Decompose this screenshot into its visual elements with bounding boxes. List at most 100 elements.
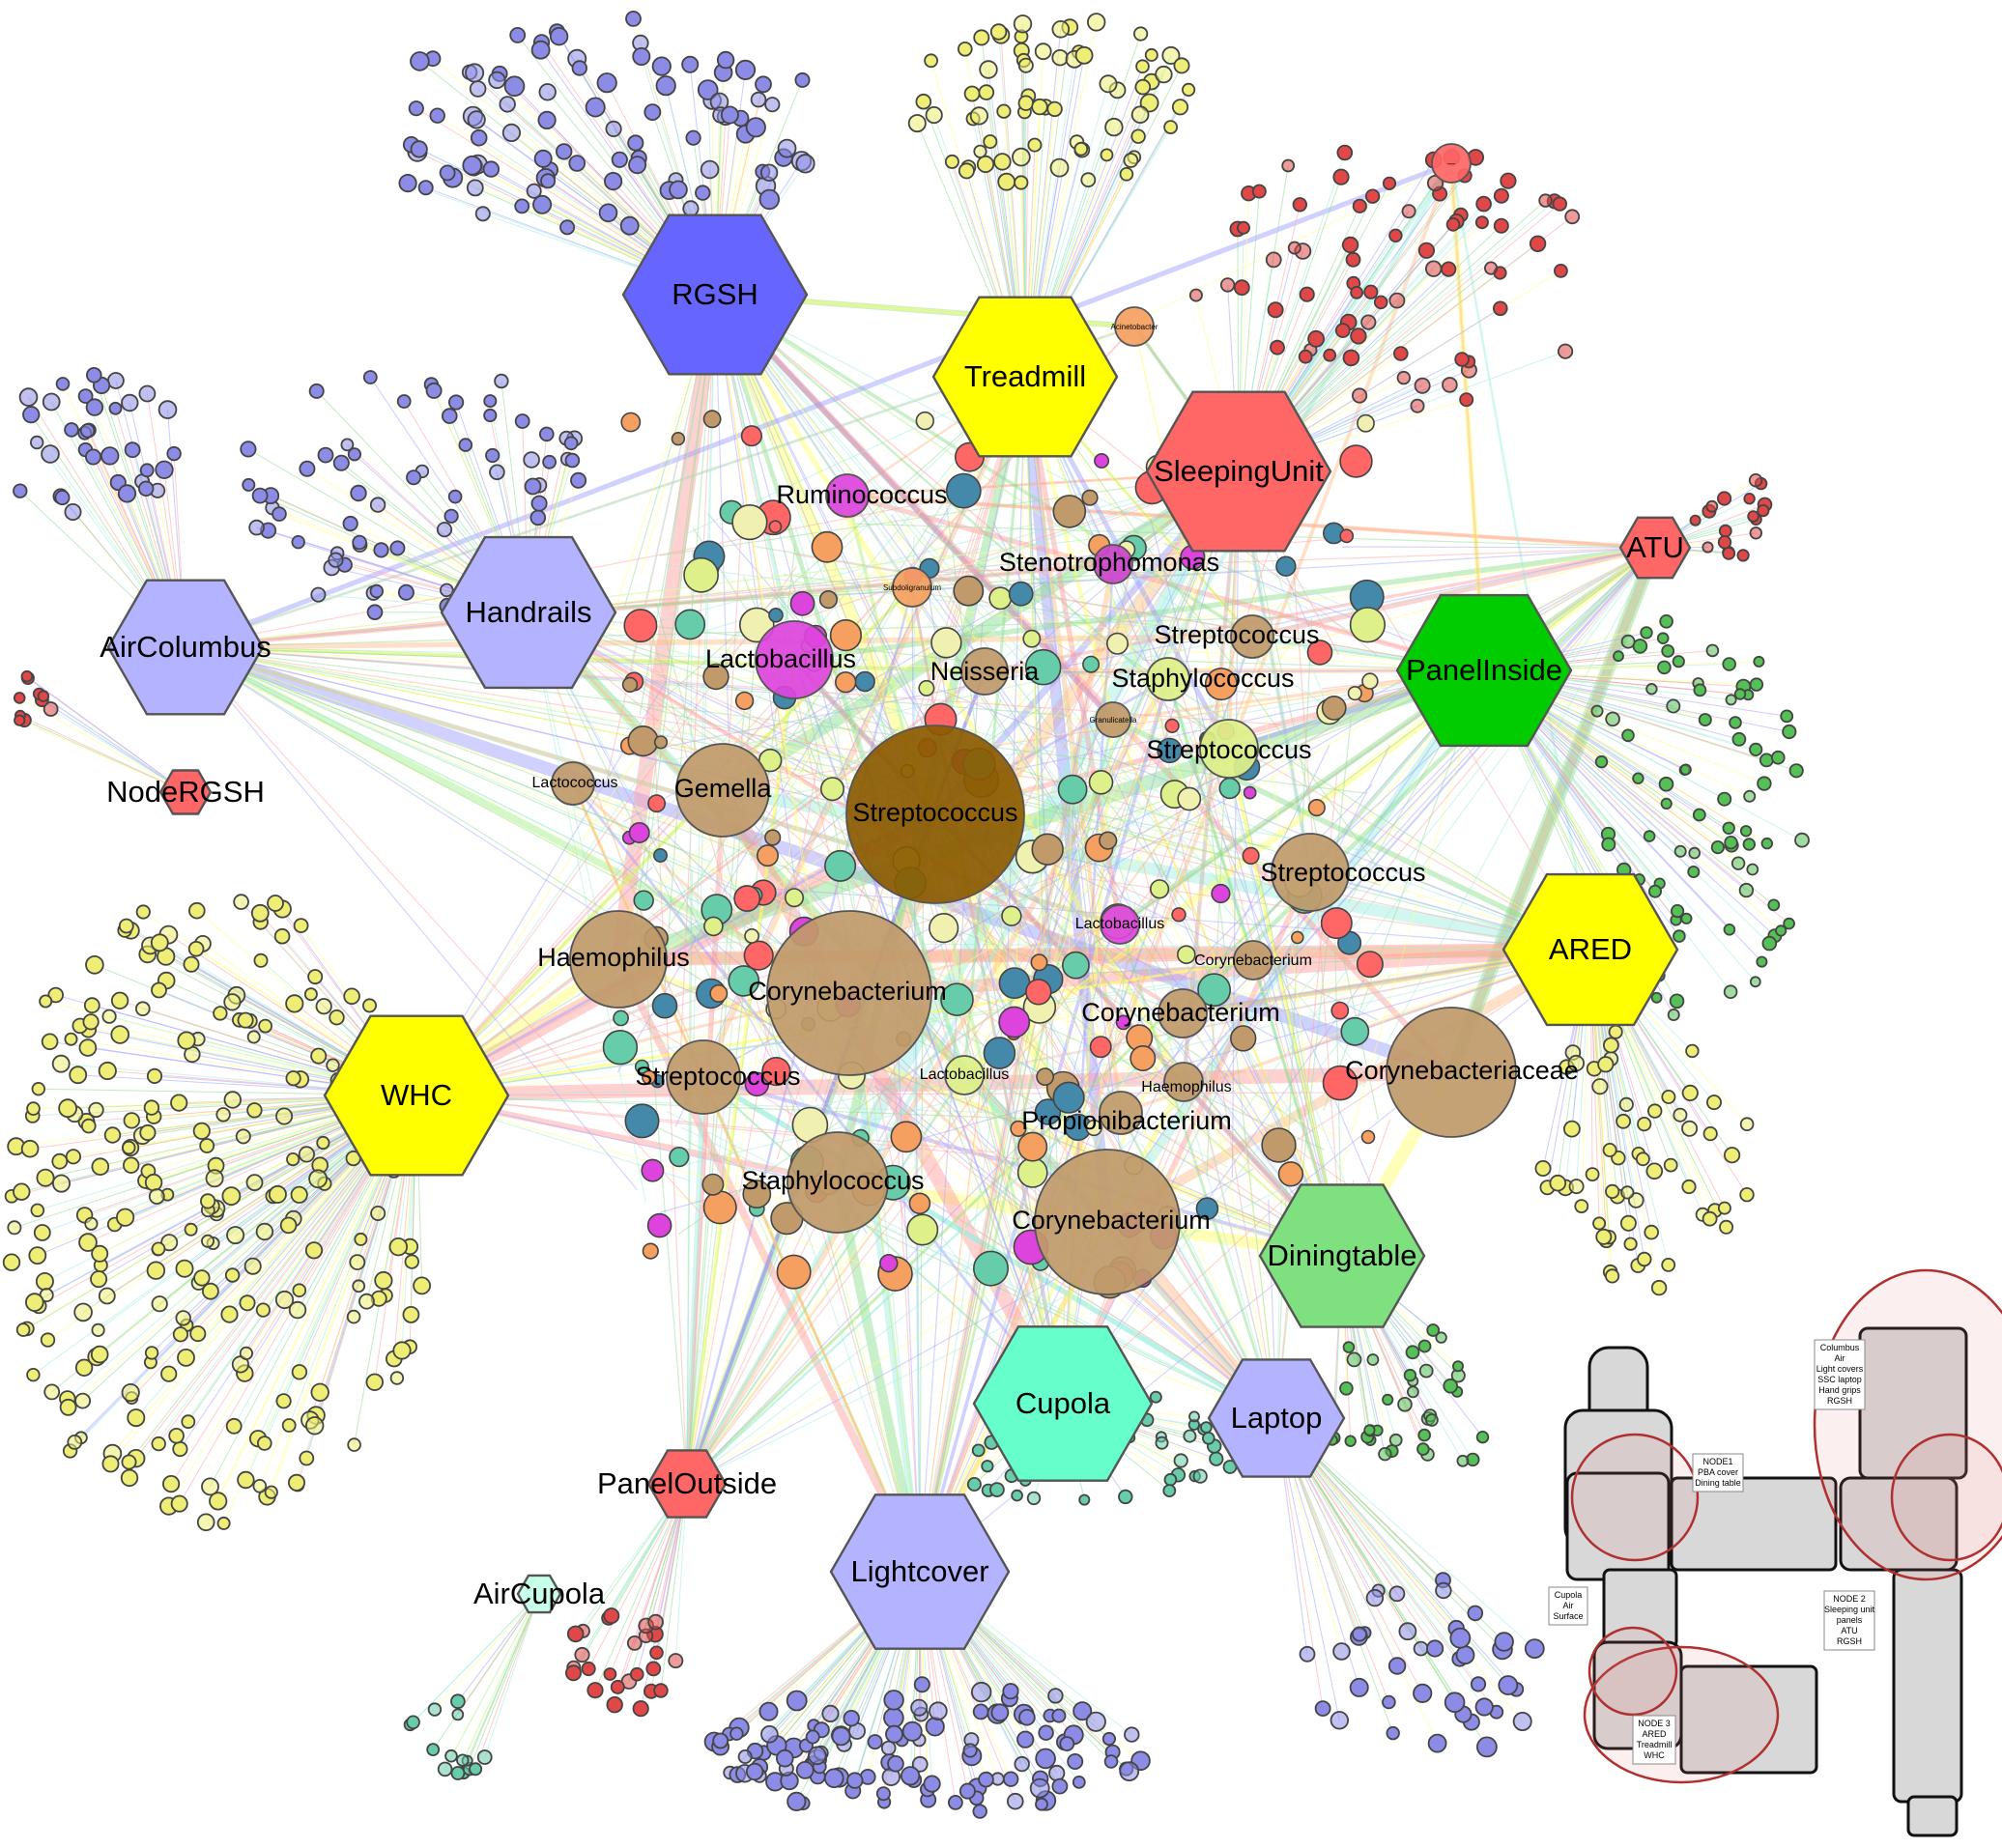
- sample-hubs: RGSHTreadmillSleepingUnitATUAirColumbusH…: [100, 213, 1692, 1650]
- leaf-node: [1047, 1688, 1064, 1704]
- leaf-node: [568, 155, 586, 172]
- leaf-node: [1346, 1351, 1362, 1368]
- leaf-node: [700, 159, 720, 180]
- genus-nodes: StreptococcusCorynebacteriumCorynebacter…: [532, 143, 1579, 1295]
- leaf-node: [124, 441, 141, 459]
- leaf-node: [1645, 1162, 1664, 1180]
- taxon-node: [1356, 951, 1384, 979]
- leaf-node: [1718, 524, 1732, 538]
- leaf-node: [1188, 288, 1203, 302]
- leaf-node: [1364, 188, 1381, 204]
- leaf-node: [41, 1033, 59, 1051]
- taxon-node: [915, 411, 934, 431]
- leaf-node: [51, 1054, 71, 1073]
- leaf-node: [40, 1332, 56, 1348]
- leaf-node: [85, 398, 104, 416]
- leaf-node: [151, 1436, 166, 1452]
- leaf-node: [81, 1118, 97, 1134]
- leaf-node: [2, 1253, 21, 1271]
- taxon-node: [983, 1037, 1016, 1069]
- leaf-node: [1350, 285, 1363, 299]
- leaf-node: [73, 1302, 93, 1322]
- taxon-node: [744, 1071, 770, 1097]
- genus-node: [1100, 904, 1140, 945]
- leaf-node: [559, 219, 576, 236]
- leaf-node: [172, 1326, 188, 1343]
- leaf-node: [43, 701, 59, 717]
- leaf-node: [1753, 655, 1765, 668]
- leaf-node: [1233, 279, 1250, 297]
- leaf-node: [1350, 327, 1367, 345]
- leaf-node: [1237, 220, 1251, 235]
- leaf-node: [332, 454, 350, 471]
- leaf-node: [88, 1101, 104, 1119]
- genus-label: Staphylococcus: [1111, 664, 1294, 693]
- leaf-node: [1299, 1645, 1316, 1663]
- taxon-node: [908, 1192, 931, 1215]
- leaf-node: [625, 10, 642, 27]
- taxon-node: [1204, 668, 1238, 701]
- taxon-node: [1349, 607, 1386, 643]
- inset-callout-line: RGSH: [1827, 1396, 1852, 1406]
- taxon-node: [1094, 452, 1110, 469]
- leaf-node: [1723, 984, 1738, 999]
- leaf-node: [235, 1128, 251, 1145]
- leaf-node: [151, 1241, 166, 1257]
- leaf-node: [151, 981, 167, 999]
- genus-label: Corynebacterium: [748, 977, 947, 1006]
- inset-callout-line: Treadmill: [1637, 1740, 1673, 1749]
- leaf-node: [103, 1126, 122, 1144]
- leaf-node: [82, 1013, 100, 1031]
- leaf-node: [143, 1099, 160, 1116]
- taxon-node: [1062, 951, 1090, 980]
- leaf-node: [1722, 821, 1735, 836]
- leaf-node: [1595, 1228, 1613, 1245]
- leaf-node: [1558, 343, 1574, 359]
- leaf-node: [1601, 837, 1616, 852]
- leaf-node: [978, 84, 995, 100]
- taxon-node: [854, 670, 875, 693]
- taxon-node: [929, 912, 959, 944]
- leaf-node: [1648, 884, 1663, 898]
- leaf-node: [1426, 1639, 1444, 1658]
- leaf-node: [1144, 47, 1158, 62]
- leaf-node: [458, 438, 473, 452]
- leaf-node: [1332, 1642, 1351, 1661]
- hub-noderg: [158, 769, 213, 815]
- taxon-node: [1089, 1036, 1112, 1059]
- leaf-node: [1038, 1724, 1054, 1741]
- leaf-node: [1130, 105, 1150, 124]
- leaf-node: [759, 163, 779, 183]
- taxon-node: [702, 410, 722, 429]
- leaf-node: [1620, 1185, 1635, 1200]
- inset-callout: [1814, 1339, 1866, 1410]
- leaf-node: [220, 1305, 239, 1323]
- leaf-node: [139, 1123, 157, 1142]
- leaf-node: [69, 1066, 88, 1085]
- leaf-node: [1724, 1147, 1741, 1164]
- leaf-node: [632, 1700, 649, 1718]
- leaf-node: [831, 1726, 851, 1747]
- leaf-node: [1073, 141, 1089, 156]
- leaf-node: [993, 153, 1012, 171]
- leaf-node: [729, 1726, 744, 1741]
- leaf-node: [110, 1025, 129, 1044]
- leaf-node: [1133, 26, 1149, 42]
- taxon-node: [1034, 1098, 1062, 1125]
- leaf-node: [1192, 1468, 1208, 1484]
- leaf-node: [619, 215, 640, 236]
- leaf-node: [1407, 1385, 1419, 1399]
- leaf-node: [542, 454, 557, 469]
- genus-node: [1095, 701, 1131, 738]
- leaf-node: [1666, 698, 1681, 714]
- leaf-node: [540, 173, 557, 189]
- leaf-node: [1620, 634, 1636, 649]
- leaf-node: [1051, 19, 1071, 39]
- leaf-node: [1017, 57, 1034, 73]
- leaf-node: [292, 1283, 307, 1297]
- leaf-node: [971, 1443, 986, 1458]
- leaf-node: [1405, 1345, 1420, 1360]
- leaf-node: [1657, 660, 1672, 675]
- leaf-node: [127, 1408, 146, 1428]
